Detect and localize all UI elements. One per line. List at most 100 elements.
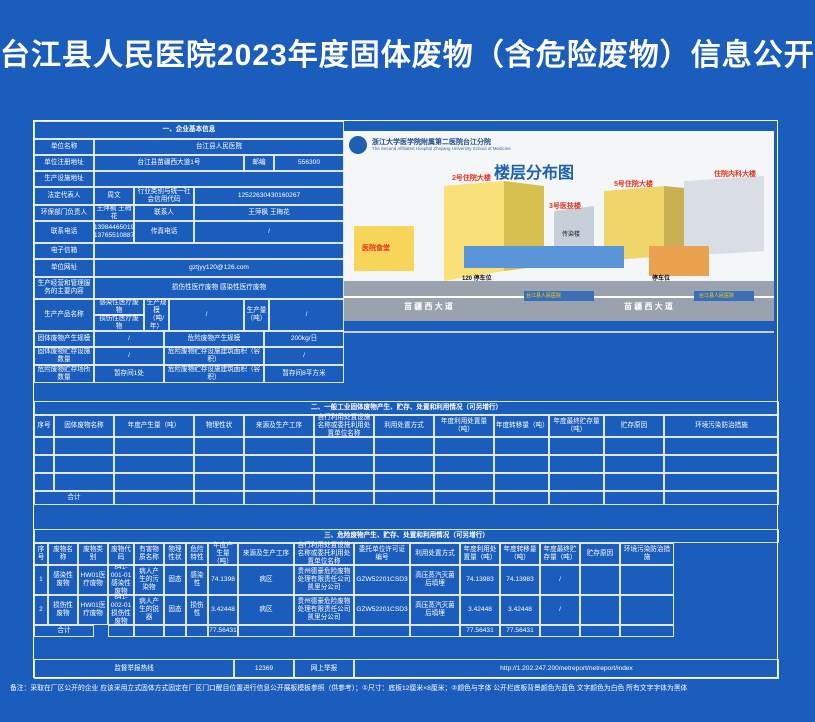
- table-cell: [244, 491, 314, 505]
- table-cell: [664, 455, 779, 473]
- column-header: 废物类别: [78, 543, 108, 565]
- table-cell: 病区: [238, 595, 294, 625]
- value: [94, 243, 344, 259]
- table-cell: [194, 473, 244, 491]
- gate-label-2: 台江县人民医院: [699, 293, 735, 299]
- table-cell: [494, 491, 549, 505]
- table-cell: [34, 437, 54, 455]
- column-header: 废物名称: [48, 543, 78, 565]
- table-cell: 77.56431: [208, 625, 238, 637]
- table-cell: [434, 455, 494, 473]
- column-header: 有害物质名称: [134, 543, 164, 565]
- table-cell: 损伤性: [186, 595, 208, 625]
- label: 固体废物贮存设施数量: [34, 347, 94, 365]
- value: /: [269, 299, 344, 331]
- table-cell: [664, 473, 779, 491]
- page-title: 台江县人民医院2023年度固体废物（含危险废物）信息公开: [0, 39, 815, 72]
- table-cell: [114, 455, 194, 473]
- table-cell: 贵州德豪危险废物处理有限责任公司凯里分公司: [294, 565, 354, 595]
- gate-label-1: 台江县人民医院: [526, 293, 562, 299]
- column-header: 自行利用处置设施名称或委托利用处置单位名称: [294, 542, 354, 565]
- table-cell: [54, 473, 114, 491]
- label: 单位网址: [34, 259, 94, 277]
- table-cell: 3.42448: [500, 595, 540, 625]
- column-header: 环境污染防治措施: [620, 543, 674, 565]
- value: 王萍枫 王梅花: [94, 205, 134, 221]
- table-cell: 病区: [238, 565, 294, 595]
- section2-header: 二、一般工业固体废物产生、贮存、处置和利用情况（可另增行）: [34, 401, 779, 415]
- label: 联系电话: [34, 221, 94, 243]
- table-cell: [244, 455, 314, 473]
- table-cell: [244, 437, 314, 455]
- table-cell: [549, 455, 604, 473]
- table-cell: [114, 437, 194, 455]
- table-cell: [238, 625, 294, 637]
- column-header: 序号: [34, 543, 48, 565]
- column-header: 贮存原因: [580, 543, 620, 565]
- building-3: 3号医技楼: [549, 203, 581, 210]
- table-cell: [108, 625, 134, 637]
- road-label-2: 苗 疆 西 大 道: [624, 302, 673, 311]
- label: 生产量（吨）: [244, 299, 269, 331]
- table-cell: 74.13983: [500, 565, 540, 595]
- table-cell: [54, 455, 114, 473]
- column-header: 利用处置方式: [374, 415, 434, 437]
- column-header: 来源及生产工序: [238, 543, 294, 565]
- table-cell: [494, 437, 549, 455]
- net-report-link[interactable]: http://1.202.247.200/netreport/netreport…: [354, 659, 779, 679]
- label: 联系人: [134, 205, 194, 221]
- hospital-name: 浙江大学医学院附属第二医院台江分院: [372, 139, 491, 146]
- table-cell: [620, 625, 674, 637]
- floor-map: 浙江大学医学院附属第二医院台江分院 The Second Affiliated …: [344, 131, 774, 333]
- table-cell: HW01医疗废物: [78, 565, 108, 595]
- value: 王萍枫 王梅花: [194, 205, 344, 221]
- value: /: [94, 347, 164, 365]
- table-cell: 1: [34, 565, 48, 595]
- table-cell: [374, 491, 434, 505]
- road-label-1: 苗 疆 西 大 道: [404, 302, 453, 311]
- table-cell: [244, 473, 314, 491]
- label: 生产规模（吨/年）: [144, 299, 169, 331]
- table-cell: /: [540, 595, 580, 625]
- floor-map-graphic: [344, 131, 774, 333]
- label: 单位名称: [34, 139, 94, 155]
- column-header: 废物代码: [108, 543, 134, 565]
- column-header: 委托单位许可证编号: [354, 543, 410, 565]
- value: 暂存间8平方米: [264, 365, 344, 383]
- table-cell: 2: [34, 595, 48, 625]
- table-cell: [494, 473, 549, 491]
- table-cell: [434, 473, 494, 491]
- hotline-label: 监督举报热线: [34, 659, 234, 679]
- table-cell: [114, 473, 194, 491]
- table-cell: [434, 437, 494, 455]
- value: 12522630430160267: [194, 187, 344, 205]
- canteen-label: 医院食堂: [362, 245, 390, 252]
- table-cell: [164, 625, 186, 637]
- value: 损伤性医疗废物: [94, 315, 144, 331]
- table-cell: 841-001-01感染性废物: [108, 564, 134, 595]
- table-cell: 病人产生的锐器: [134, 595, 164, 625]
- footnote: 备注：采取在厂区公开的企业 应该采用立式固体方式固定在厂区门口醒目位置进行信息公…: [10, 685, 688, 692]
- table-cell: [434, 491, 494, 505]
- table-cell: [194, 455, 244, 473]
- value: 周文: [94, 187, 134, 205]
- column-header: 序号: [34, 415, 54, 437]
- table-cell: [604, 473, 664, 491]
- table-cell: [294, 625, 354, 637]
- building-internal: 住院内科大楼: [714, 171, 756, 178]
- column-header: 固体废物名称: [54, 415, 114, 437]
- table-cell: [34, 455, 54, 473]
- value: 13984465019 13765510887: [94, 221, 134, 243]
- value: gztjyy120@126.com: [94, 259, 344, 277]
- table-cell: [374, 455, 434, 473]
- column-header: 年度利用处置量（吨）: [460, 543, 500, 565]
- value: /: [194, 221, 344, 243]
- value: 损伤性医疗废物 感染性医疗废物: [94, 277, 344, 299]
- table-cell: 841-002-01损伤性废物: [108, 594, 134, 625]
- label: 危险废物贮存设施建筑面积（容积）: [164, 347, 264, 365]
- column-header: 年度最终贮存量（吨）: [540, 543, 580, 565]
- table-cell: [549, 473, 604, 491]
- label: 邮编: [244, 155, 274, 171]
- table-cell: /: [540, 565, 580, 595]
- table-cell: 固态: [164, 595, 186, 625]
